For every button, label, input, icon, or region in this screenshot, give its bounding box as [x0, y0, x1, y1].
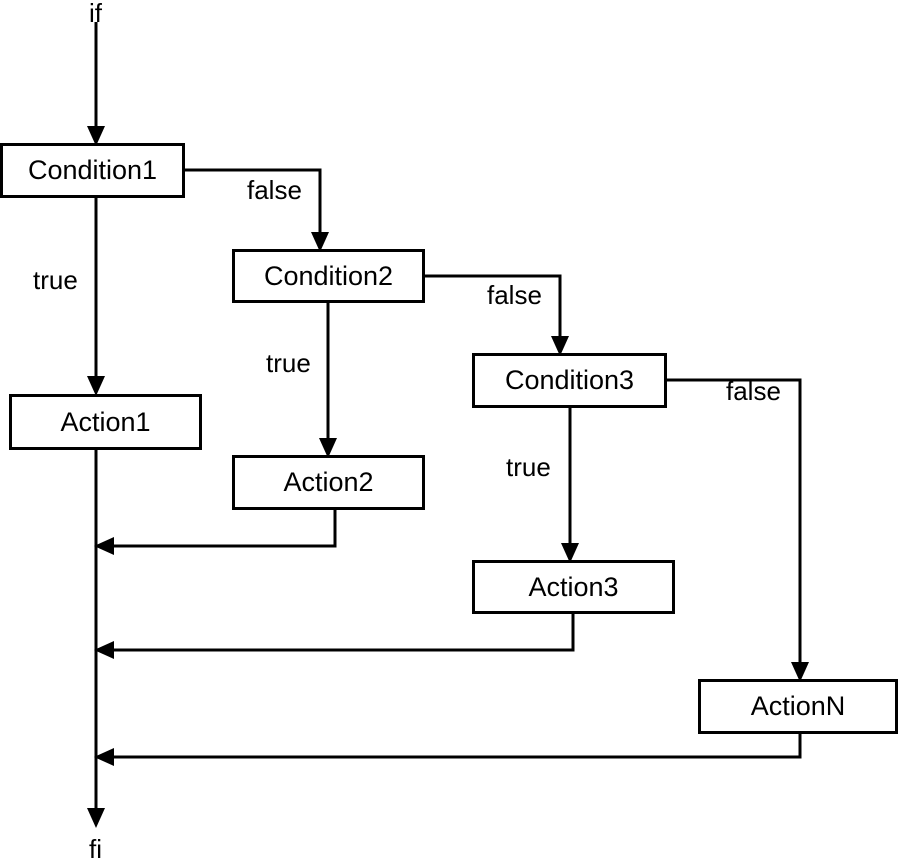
- entry-label-if: if: [89, 0, 102, 28]
- edge-label-condition1-false: false: [247, 175, 302, 205]
- edge-label-condition3-false: false: [726, 376, 781, 406]
- node-condition2-label: Condition2: [263, 260, 394, 291]
- node-condition1[interactable]: Condition1: [0, 143, 185, 198]
- node-action2-label: Action2: [283, 467, 374, 497]
- node-actionN[interactable]: ActionN: [698, 679, 898, 734]
- node-action2[interactable]: Action2: [232, 455, 425, 510]
- node-action3[interactable]: Action3: [472, 560, 675, 614]
- node-condition2[interactable]: Condition2: [232, 249, 425, 303]
- node-actionN-label: ActionN: [750, 691, 846, 721]
- exit-label-fi: fi: [89, 834, 102, 864]
- edge-condition1-false: [185, 168, 329, 252]
- node-action1-label: Action1: [60, 406, 151, 437]
- node-condition3-label: Condition3: [504, 365, 635, 395]
- edge-actionN-merge: [94, 733, 802, 766]
- edge-label-condition1-true: true: [33, 265, 78, 295]
- edge-condition2-false: [425, 274, 569, 356]
- node-action1[interactable]: Action1: [9, 394, 202, 450]
- edge-condition3-false: [667, 378, 809, 682]
- node-condition1-label: Condition1: [27, 155, 158, 185]
- edge-label-condition2-false: false: [487, 280, 542, 310]
- edge-label-condition3-true: true: [506, 452, 551, 482]
- edge-label-condition2-true: true: [266, 348, 311, 378]
- node-action3-label: Action3: [528, 571, 619, 602]
- edge-action2-merge: [94, 510, 337, 555]
- node-condition3[interactable]: Condition3: [472, 353, 667, 408]
- edge-action3-merge: [94, 613, 575, 659]
